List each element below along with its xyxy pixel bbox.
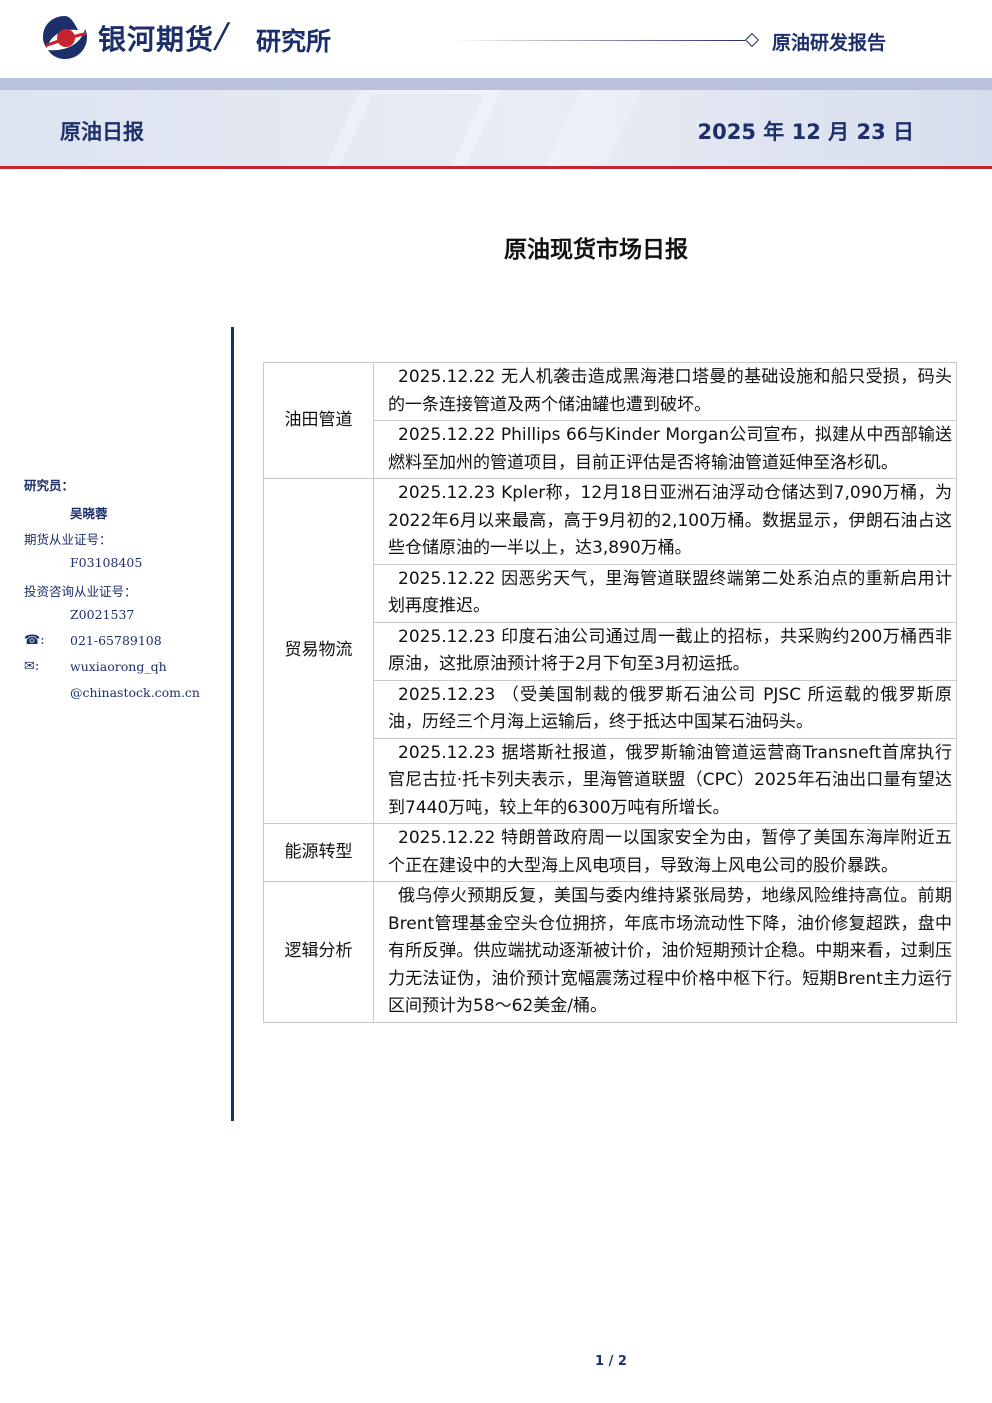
category-pipeline: 油田管道 — [263, 362, 374, 479]
title-band: 原油日报 2025 年 12 月 23 日 — [0, 90, 992, 166]
news-item: 2025.12.22 无人机袭击造成黑海港口塔曼的基础设施和船只受损，码头的一条… — [373, 362, 957, 421]
page-header: 银河期货 / 研究所 原油研发报告 — [0, 0, 992, 78]
researcher-label: 研究员： — [24, 478, 75, 493]
category-energy-transition: 能源转型 — [263, 823, 374, 882]
email-line-1[interactable]: wuxiaorong_qh — [70, 659, 167, 674]
email-icon: ✉: — [24, 659, 40, 674]
diamond-icon — [744, 32, 760, 48]
phone-icon: ☎: — [24, 633, 45, 648]
category-logic-analysis: 逻辑分析 — [263, 881, 374, 1023]
table-row: 2025.12.22 因恶劣天气，里海管道联盟终端第二处系泊点的重新启用计划再度… — [264, 563, 957, 623]
analysis-text: 俄乌停火预期反复，美国与委内维持紧张局势，地缘风险维持高位。前期Brent管理基… — [373, 881, 957, 1023]
header-rule — [450, 40, 745, 41]
brand-divider: / — [211, 16, 232, 56]
email-line-2[interactable]: @chinastock.com.cn — [70, 685, 200, 700]
news-item: 2025.12.23 据塔斯社报道，俄罗斯输油管道运营商Transneft首席执… — [373, 737, 957, 824]
news-item: 2025.12.23 （受美国制裁的俄罗斯石油公司 PJSC 所运载的俄罗斯原油… — [373, 679, 957, 739]
news-item: 2025.12.22 特朗普政府周一以国家安全为由，暂停了美国东海岸附近五个正在… — [373, 823, 957, 882]
table-row: 逻辑分析 俄乌停火预期反复，美国与委内维持紧张局势，地缘风险维持高位。前期Bre… — [263, 881, 957, 1023]
report-series-title: 原油日报 — [60, 120, 144, 144]
sidebar-divider — [231, 327, 234, 1121]
page-number: 1 / 2 — [595, 1354, 627, 1369]
news-table: 油田管道 2025.12.22 无人机袭击造成黑海港口塔曼的基础设施和船只受损，… — [263, 362, 957, 1023]
futures-cert-label: 期货从业证号： — [24, 532, 112, 547]
news-item: 2025.12.22 因恶劣天气，里海管道联盟终端第二处系泊点的重新启用计划再度… — [373, 563, 957, 623]
category-trade-logistics: 贸易物流 — [263, 478, 374, 824]
header-accent-line — [0, 166, 992, 169]
table-row: 2025.12.23 印度石油公司通过周一截止的招标，共采购约200万桶西非原油… — [264, 621, 957, 681]
table-row: 能源转型 2025.12.22 特朗普政府周一以国家安全为由，暂停了美国东海岸附… — [263, 823, 957, 882]
news-item: 2025.12.22 Phillips 66与Kinder Morgan公司宣布… — [373, 420, 957, 479]
table-row: 2025.12.23 （受美国制裁的俄罗斯石油公司 PJSC 所运载的俄罗斯原油… — [264, 679, 957, 739]
table-row: 油田管道 2025.12.22 无人机袭击造成黑海港口塔曼的基础设施和船只受损，… — [263, 362, 957, 479]
header-stripe — [0, 78, 992, 90]
news-item: 2025.12.23 Kpler称，12月18日亚洲石油浮动仓储达到7,090万… — [373, 478, 957, 565]
news-item: 2025.12.23 印度石油公司通过周一截止的招标，共采购约200万桶西非原油… — [373, 621, 957, 681]
consult-cert-number: Z0021537 — [70, 607, 135, 622]
report-date: 2025 年 12 月 23 日 — [697, 120, 914, 144]
galaxy-logo-icon — [43, 16, 87, 59]
page-title: 原油现货市场日报 — [504, 237, 688, 263]
table-row: 贸易物流 2025.12.23 Kpler称，12月18日亚洲石油浮动仓储达到7… — [263, 478, 957, 824]
table-row: 2025.12.23 据塔斯社报道，俄罗斯输油管道运营商Transneft首席执… — [264, 737, 957, 824]
department-name: 研究所 — [256, 27, 332, 56]
report-type: 原油研发报告 — [772, 32, 887, 54]
futures-cert-number: F03108405 — [70, 555, 143, 570]
phone-number: 021-65789108 — [70, 633, 162, 648]
brand-name: 银河期货 — [98, 23, 215, 56]
table-row: 2025.12.22 Phillips 66与Kinder Morgan公司宣布… — [264, 420, 957, 479]
consult-cert-label: 投资咨询从业证号： — [24, 584, 137, 599]
researcher-name: 吴晓蓉 — [70, 506, 108, 521]
